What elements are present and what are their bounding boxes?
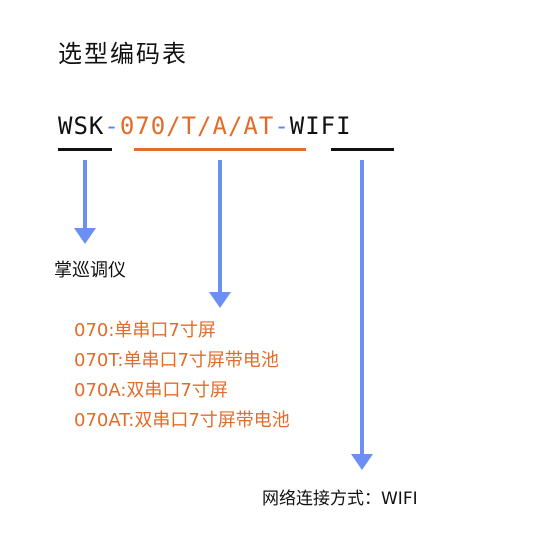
code-dash-1: - bbox=[104, 112, 120, 140]
code-suffix: WIFI bbox=[289, 112, 352, 140]
suffix-underline bbox=[331, 148, 394, 151]
model-code: WSK-070/T/A/AT-WIFI bbox=[58, 112, 352, 140]
suffix-arrow-head-icon bbox=[351, 454, 373, 470]
code-model: 070/T/A/AT bbox=[119, 112, 275, 140]
page-title: 选型编码表 bbox=[58, 40, 188, 68]
prefix-description: 掌巡调仪 bbox=[54, 260, 126, 281]
code-dash-2: - bbox=[274, 112, 290, 140]
network-description: 网络连接方式：WIFI bbox=[262, 489, 418, 509]
model-option: 070:单串口7寸屏 bbox=[74, 320, 216, 341]
model-options-list: 070:单串口7寸屏 070T:单串口7寸屏带电池 070A:双串口7寸屏 07… bbox=[74, 316, 290, 436]
model-arrow-shaft bbox=[218, 160, 222, 294]
model-option: 070T:单串口7寸屏带电池 bbox=[74, 350, 279, 371]
suffix-arrow-shaft bbox=[360, 160, 364, 456]
model-option: 070AT:双串口7寸屏带电池 bbox=[74, 410, 290, 431]
code-prefix: WSK bbox=[58, 112, 105, 140]
model-option: 070A:双串口7寸屏 bbox=[74, 380, 228, 401]
model-underline bbox=[134, 148, 306, 151]
prefix-arrow-head-icon bbox=[74, 228, 96, 244]
prefix-underline bbox=[58, 148, 112, 151]
prefix-arrow-shaft bbox=[83, 160, 87, 230]
model-arrow-head-icon bbox=[209, 292, 231, 308]
